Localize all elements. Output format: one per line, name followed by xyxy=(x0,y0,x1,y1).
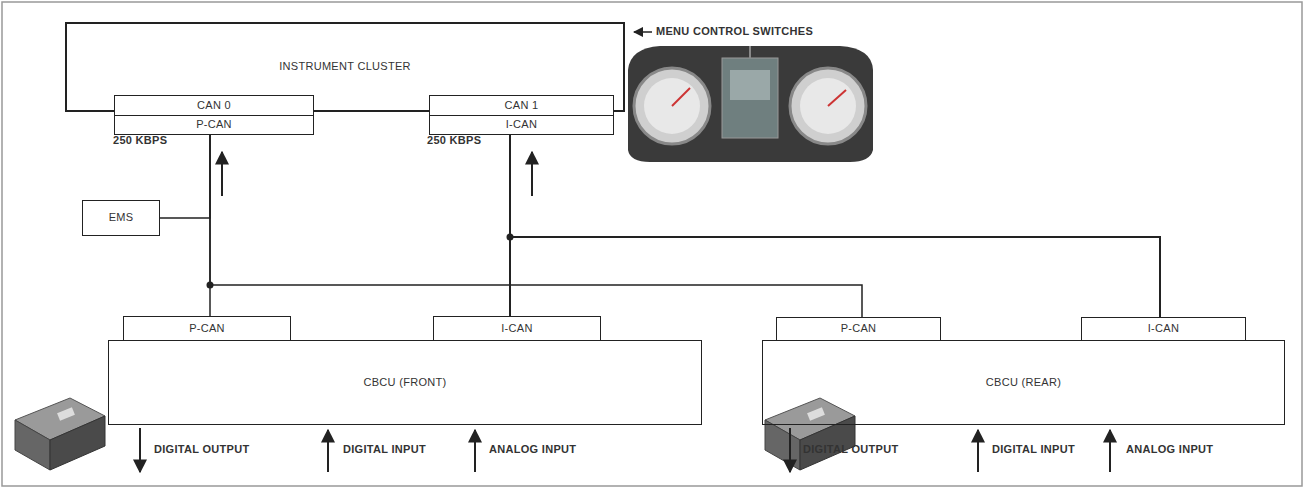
box-text: I-CAN xyxy=(1148,322,1179,335)
cluster-box: INSTRUMENT CLUSTERCAN 0P-CANCAN 1I-CAN xyxy=(65,22,625,112)
ecu-picture xyxy=(15,398,105,470)
input-arrow xyxy=(327,430,329,472)
bus-port-box: I-CAN xyxy=(1081,317,1246,341)
signal-label: DIGITAL OUTPUT xyxy=(803,443,898,456)
cluster-picture xyxy=(628,46,873,162)
signal-label: DIGITAL OUTPUT xyxy=(154,443,249,456)
input-arrow xyxy=(977,430,979,472)
flow-arrow xyxy=(221,152,223,196)
can-port-box: CAN 0P-CAN xyxy=(114,95,314,135)
signal-label: DIGITAL INPUT xyxy=(343,443,426,456)
box-text: I-CAN xyxy=(501,322,532,335)
box-text: INSTRUMENT CLUSTER xyxy=(279,60,411,73)
ecu-box: EMS xyxy=(82,200,160,236)
signal-label: ANALOG INPUT xyxy=(1126,443,1213,456)
bus-port-box: P-CAN xyxy=(776,317,941,341)
box-text: CAN 0 xyxy=(115,96,313,115)
box-text: CBCU (FRONT) xyxy=(363,376,446,389)
pointer-arrow xyxy=(634,31,652,33)
bus-speed: 250 KBPS xyxy=(427,134,481,147)
bus-speed: 250 KBPS xyxy=(113,134,167,147)
bus-line xyxy=(210,135,862,317)
controller-box: CBCU (FRONT)P-CANI-CAN xyxy=(108,340,702,425)
signal-label: ANALOG INPUT xyxy=(489,443,576,456)
box-text: P-CAN xyxy=(189,322,225,335)
ecu-picture xyxy=(765,398,855,470)
box-text: I-CAN xyxy=(430,115,613,135)
box-text: P-CAN xyxy=(115,115,313,135)
input-arrow xyxy=(474,430,476,472)
bus-port-box: P-CAN xyxy=(123,316,291,341)
bus-port-box: I-CAN xyxy=(433,316,601,341)
signal-label: DIGITAL INPUT xyxy=(992,443,1075,456)
box-text: P-CAN xyxy=(841,322,877,335)
output-arrow xyxy=(139,428,141,472)
output-arrow xyxy=(789,428,791,472)
box-text: CAN 1 xyxy=(430,96,613,115)
bus-line xyxy=(510,135,1160,317)
bus-line xyxy=(160,135,210,218)
flow-arrow xyxy=(531,152,533,196)
controller-box: CBCU (REAR)P-CANI-CAN xyxy=(762,340,1285,425)
input-arrow xyxy=(1109,430,1111,472)
box-text: EMS xyxy=(109,211,134,224)
callout-text: MENU CONTROL SWITCHES xyxy=(656,25,813,38)
can-port-box: CAN 1I-CAN xyxy=(429,95,614,135)
box-text: CBCU (REAR) xyxy=(986,376,1061,389)
